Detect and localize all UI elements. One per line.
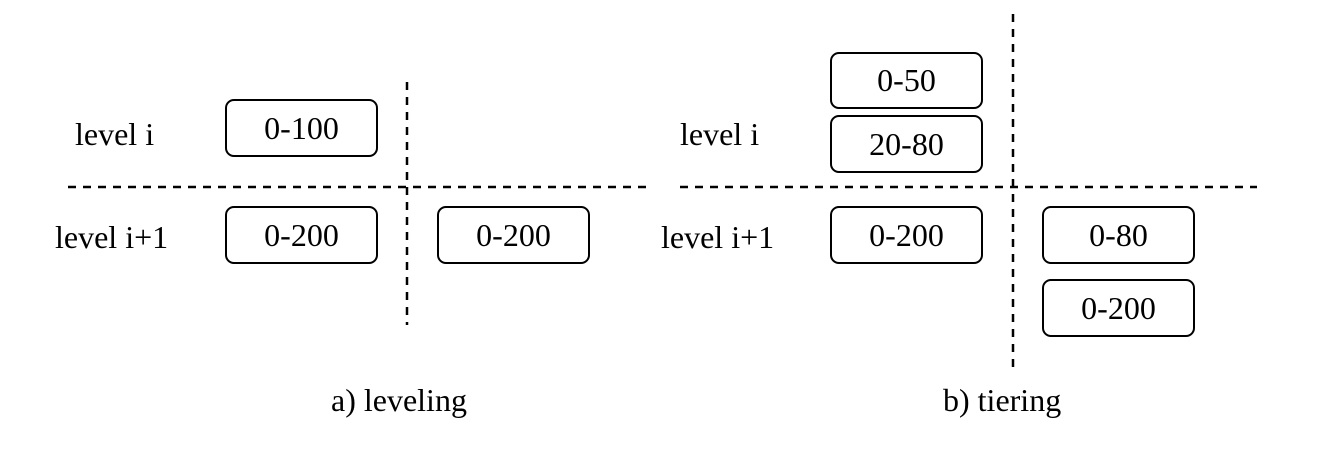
tiering-level-i-label: level i [680,116,760,152]
leveling-caption: a) leveling [331,382,467,418]
tiering-level-i1-label: level i+1 [661,219,775,255]
tiering-run-level-i-1: 0-50 [830,52,983,109]
tiering-run-level-i1-after-1: 0-80 [1042,206,1195,264]
leveling-run-level-i1-after: 0-200 [437,206,590,264]
leveling-run-level-i1-before: 0-200 [225,206,378,264]
leveling-level-i1-label: level i+1 [55,219,169,255]
tiering-run-level-i-2: 20-80 [830,115,983,173]
leveling-run-level-i: 0-100 [225,99,378,157]
tiering-caption: b) tiering [943,382,1062,418]
tiering-run-level-i1-before: 0-200 [830,206,983,264]
leveling-level-i-label: level i [75,116,155,152]
tiering-run-level-i1-after-2: 0-200 [1042,279,1195,337]
